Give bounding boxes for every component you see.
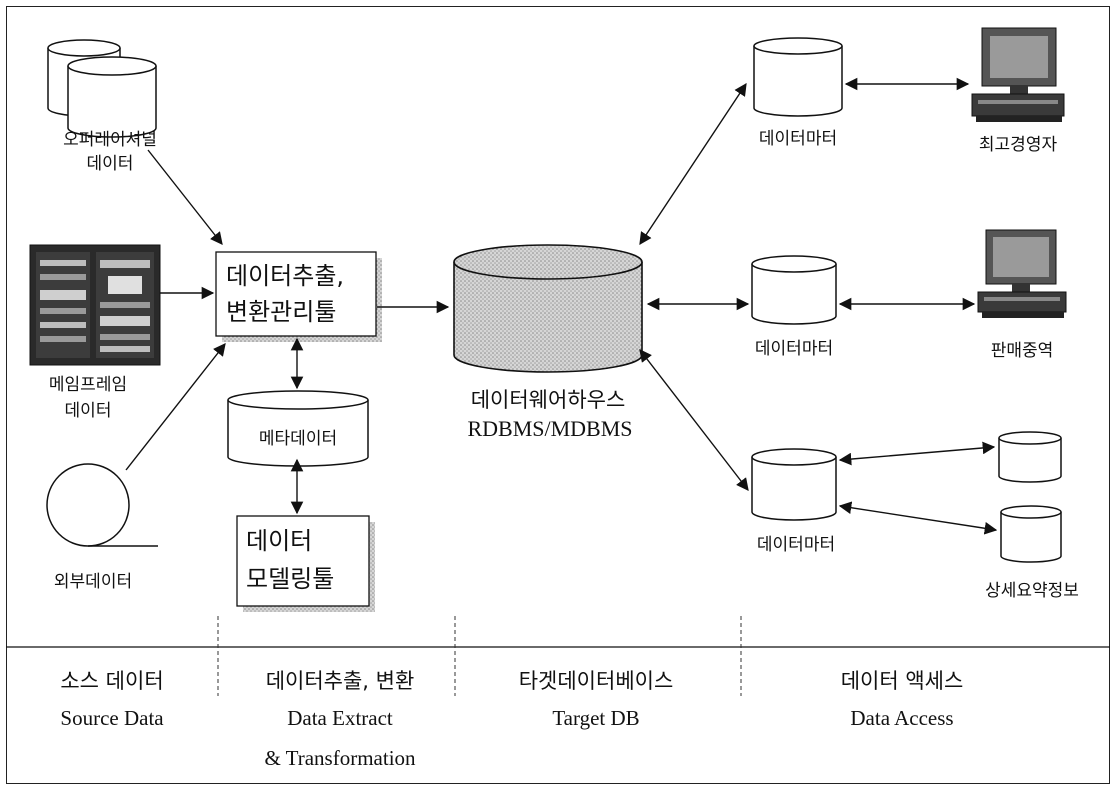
detail-cylinder-bottom [1000, 505, 1062, 563]
etl-tool-label-line1: 데이터추출, [226, 262, 345, 290]
footer-col-access-ko: 데이터 액세스 [840, 669, 964, 693]
footer-col-access: 데이터 액세스 Data Access [841, 664, 964, 738]
sales-executive-label: 판매중역 [990, 341, 1054, 361]
data-mart-2-label: 데이터마터 [754, 339, 834, 359]
etl-tool-box [215, 251, 382, 342]
footer-col-etl-en2: & Transformation [264, 746, 416, 770]
data-warehouse-label: 데이터웨어하우스 [470, 388, 626, 412]
computer-sales-icon [977, 229, 1067, 318]
executive-label: 최고경영자 [978, 135, 1058, 155]
data-mart-1-label: 데이터마터 [758, 129, 838, 149]
data-warehouse-cylinder [453, 244, 643, 373]
footer-col-etl: 데이터추출, 변환 Data Extract & Transformation [264, 664, 415, 778]
mainframe-icon [29, 244, 161, 366]
detail-summary-label: 상세요약정보 [985, 581, 1079, 601]
data-mart-2-cylinder [751, 255, 837, 325]
computer-executive-icon [971, 27, 1065, 122]
external-data-icon [46, 463, 158, 547]
footer-col-target-ko: 타겟데이터베이스 [518, 669, 674, 693]
etl-tool-label: 데이터추출, 변환관리툴 [226, 258, 344, 330]
footer-col-etl-ko: 데이터추출, 변환 [265, 669, 415, 693]
metadata-cylinder [227, 390, 369, 467]
data-mart-3-cylinder [751, 448, 837, 521]
metadata-label: 메타데이터 [258, 429, 338, 449]
data-modeling-label: 데이터 모델링툴 [246, 522, 334, 598]
operational-data-label: 오퍼레이셔널 데이터 [63, 128, 157, 176]
operational-data-label-line2: 데이터 [86, 154, 134, 174]
diagram-frame [6, 6, 1110, 784]
data-modeling-box [236, 515, 375, 612]
footer-col-target-en: Target DB [552, 706, 640, 730]
data-mart-3-label: 데이터마터 [756, 535, 836, 555]
column-dividers [217, 616, 742, 696]
operational-data-icon [47, 39, 157, 138]
external-data-label: 외부데이터 [53, 572, 133, 592]
footer-col-etl-en: Data Extract [287, 706, 393, 730]
detail-cylinder-top [998, 431, 1062, 483]
data-warehouse-subtitle: RDBMS/MDBMS [467, 416, 633, 441]
operational-data-label-line1: 오퍼레이셔널 [63, 130, 157, 150]
footer-col-access-en: Data Access [850, 706, 954, 730]
mainframe-data-label-line1: 메임프레임 [48, 375, 128, 395]
etl-tool-label-line2: 변환관리툴 [226, 298, 337, 326]
footer-col-target: 타겟데이터베이스 Target DB [519, 664, 674, 738]
footer-col-source-en: Source Data [60, 706, 164, 730]
data-modeling-label-line1: 데이터 [246, 527, 313, 555]
data-modeling-label-line2: 모델링툴 [246, 565, 335, 593]
mainframe-data-label: 메임프레임 데이터 [49, 372, 127, 424]
flow-arrows [125, 77, 998, 535]
footer-col-source-ko: 소스 데이터 [60, 669, 164, 693]
footer-col-source: 소스 데이터 Source Data [60, 664, 163, 738]
data-mart-1-cylinder [753, 37, 843, 117]
mainframe-data-label-line2: 데이터 [64, 401, 112, 421]
